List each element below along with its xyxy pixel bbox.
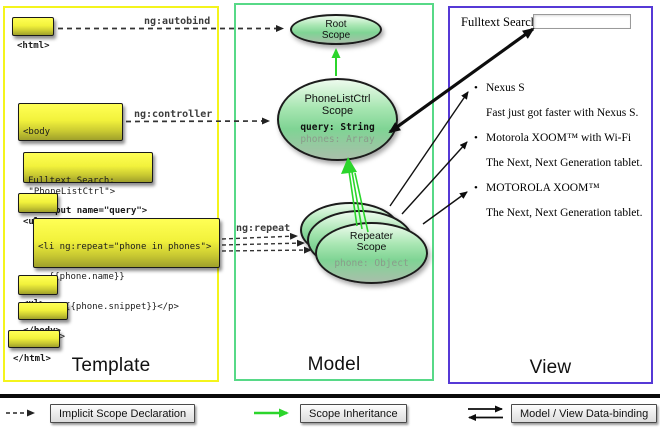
code-box-fulltext-search: Fulltext Search: <input name="query"> [23,152,153,216]
code-box-html-close: </html> [8,330,60,364]
code-box-ul-open: <ul> [18,193,58,227]
code-box-body-close: </body> [18,302,68,336]
repeater-scope-title: Repeater [349,229,394,242]
code-box-body-open: <body ng:controller= "PhoneListCtrl"> [18,103,123,197]
code-box-html-open: <html> [12,17,54,51]
code-line: {{phone.name}} [38,272,125,282]
root-scope-title: Root [325,18,347,30]
root-scope-ellipse: Root Scope [290,14,382,45]
view-item: • Motorola XOOM™ with Wi-Fi The Next, Nex… [474,132,642,169]
code-line: <li ng:repeat="phone in phones"> [38,242,212,252]
code-line: </html> [13,354,51,364]
bullet-icon: • [474,132,478,144]
view-item-desc: The Next, Next Generation tablet. [486,207,643,219]
phones-property: phones: Array [300,134,375,145]
legend-implicit-scope-declaration: Implicit Scope Declaration [50,404,196,423]
code-box-li-repeat: <li ng:repeat="phone in phones"> {{phone… [33,218,220,342]
legend-scope-inheritance: Scope Inheritance [300,404,407,423]
view-item-title: MOTOROLA XOOM™ [486,182,600,194]
code-box-ul-close: <ul> [18,275,58,309]
phonelistctrl-scope-title: Scope [321,105,354,117]
view-item: • MOTOROLA XOOM™ The Next, Next Generatio… [474,182,642,219]
view-item-desc: Fast just got faster with Nexus S. [486,107,639,119]
code-line: </li> [38,332,215,342]
legend-binding-arrows [468,405,503,421]
query-property: query: String [300,122,375,133]
code-line: Fulltext Search: [28,176,115,186]
fulltext-search-label: Fulltext Search: [461,15,541,29]
phonelistctrl-scope-title: PhoneListCtrl [304,93,371,105]
model-panel-label: Model [307,354,361,375]
fulltext-search-input[interactable] [533,14,631,29]
bullet-icon: • [474,182,478,194]
view-item-desc: The Next, Next Generation tablet. [486,157,643,169]
code-line: "PhoneListCtrl"> [23,187,116,197]
phone-property: phone: Object [334,257,409,269]
repeater-scope-title: Scope [356,240,387,253]
ng-controller-label: ng:controller [134,109,213,120]
repeater-scope-ellipse: Repeater Scope phone: Object [315,222,428,284]
view-item-title: Nexus S [486,82,525,94]
code-line: <p>{{phone.snippet}}</p> [38,302,179,312]
bullet-icon: • [474,82,478,94]
ng-autobind-label: ng:autobind [144,16,211,27]
legend-model-view-data-binding: Model / View Data-binding [511,404,658,423]
root-scope-title: Scope [321,29,351,41]
model-panel: Model [234,3,434,381]
template-panel-label: Template [71,355,151,376]
view-item: • Nexus S Fast just got faster with Nexus… [474,82,638,119]
code-line: <html> [17,41,50,51]
ng-repeat-label: ng:repeat [236,223,291,234]
view-panel-label: View [529,357,572,378]
view-item-title: Motorola XOOM™ with Wi-Fi [486,132,632,144]
phonelistctrl-scope-ellipse: PhoneListCtrl Scope query: String phones… [277,78,398,161]
code-line: <body [23,127,51,137]
